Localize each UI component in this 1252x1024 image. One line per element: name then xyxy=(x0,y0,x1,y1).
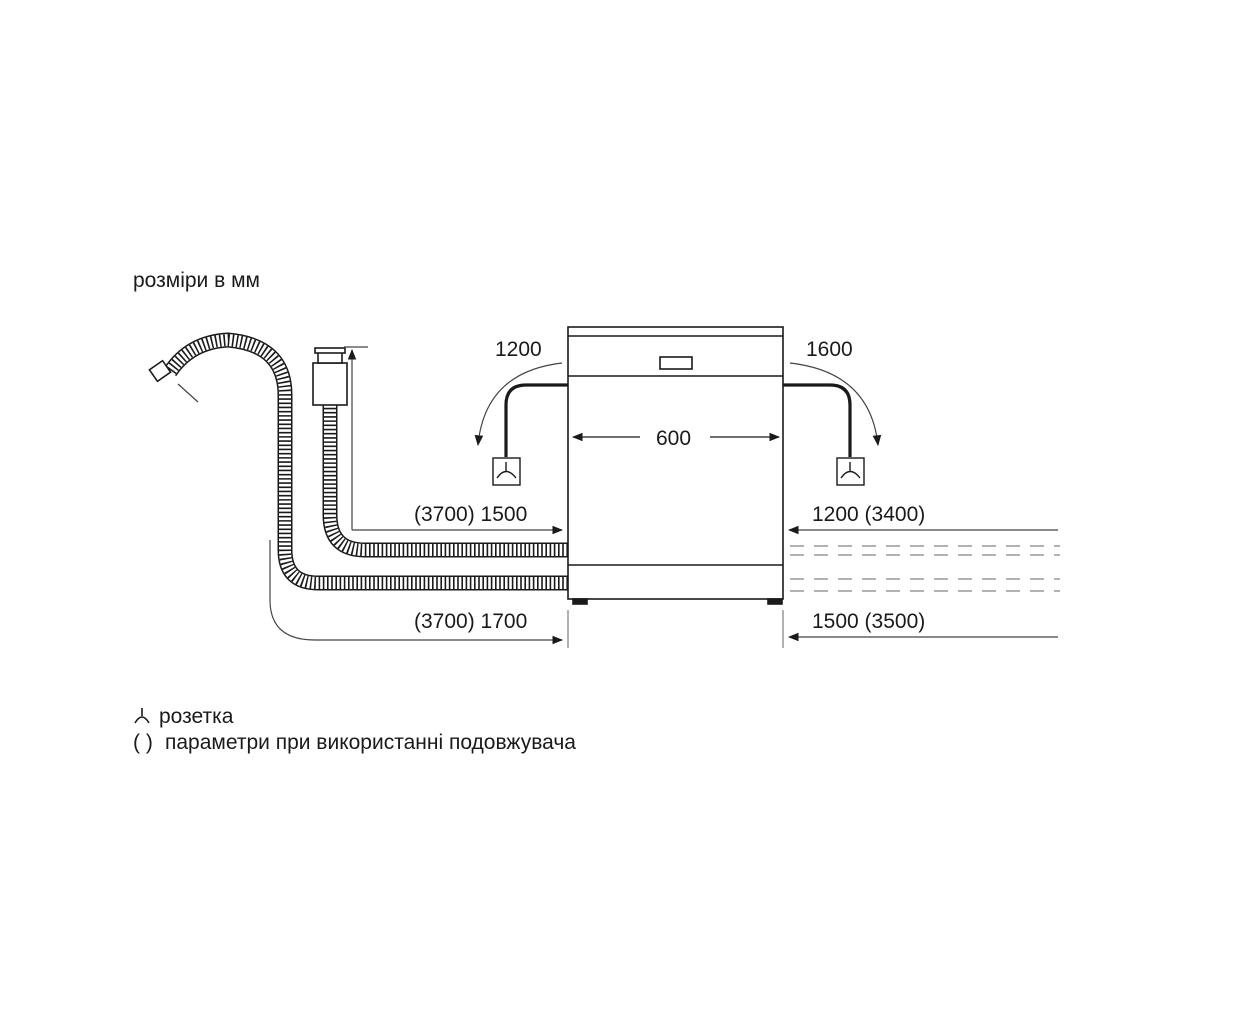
dim-right-lower: 1500 (3500) xyxy=(812,610,926,633)
socket-icon xyxy=(492,457,521,486)
dim-right-upper: 1200 (3400) xyxy=(812,503,926,526)
legend-socket-label: розетка xyxy=(159,705,234,728)
aquastop-valve-icon xyxy=(312,347,348,406)
left-lower-dimension xyxy=(269,540,564,645)
dishwasher-icon xyxy=(567,326,784,605)
dim-right-cord: 1600 xyxy=(806,338,853,361)
socket-icon xyxy=(836,457,865,486)
extension-lines xyxy=(567,610,784,648)
dim-left-upper: (3700) 1500 xyxy=(414,503,528,526)
dim-left-cord: 1200 xyxy=(495,338,542,361)
page-title: розміри в мм xyxy=(133,269,260,292)
socket-legend-icon xyxy=(133,706,159,727)
legend-socket: розетка xyxy=(133,706,233,727)
dim-left-lower: (3700) 1700 xyxy=(414,610,528,633)
legend-extension-label: параметри при використанні подовжувача xyxy=(165,731,576,754)
cord-reach-arcs xyxy=(474,362,882,447)
hose-icon xyxy=(148,332,568,591)
right-dimensions xyxy=(787,525,1058,642)
power-cords xyxy=(504,383,852,457)
right-dashed-lines xyxy=(790,545,1060,592)
legend-extension-symbol: ( ) xyxy=(133,731,153,754)
valve-height-dimension xyxy=(344,346,564,535)
legend-extension: ( ) параметри при використанні подовжувач… xyxy=(133,732,576,753)
dim-width: 600 xyxy=(656,427,692,450)
